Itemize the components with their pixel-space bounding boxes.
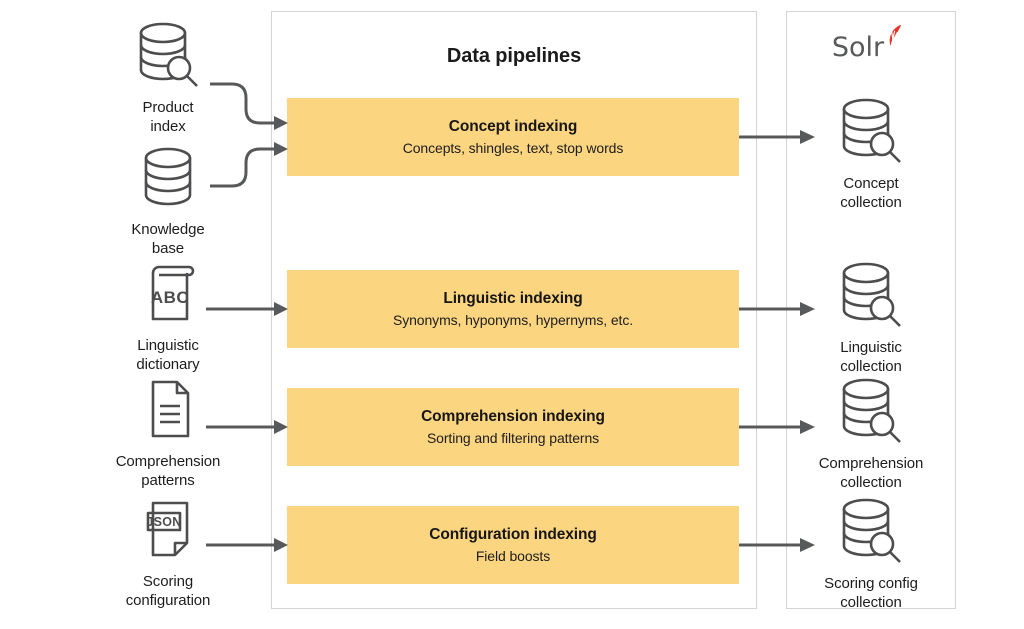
collection-node-comprehension: Comprehension collection [791, 374, 951, 492]
stage-title: Comprehension indexing [421, 407, 605, 425]
solr-wordmark: Solr [831, 31, 885, 63]
pipeline-stage-linguistic-indexing[interactable]: Linguistic indexing Synonyms, hyponyms, … [287, 270, 739, 348]
source-node-comprehension-patterns: Comprehension patterns [88, 372, 248, 490]
document-lines-icon [88, 372, 248, 448]
stage-subtitle: Sorting and filtering patterns [426, 430, 600, 447]
source-node-scoring-configuration: JSON Scoring configuration [88, 492, 248, 610]
database-search-icon [88, 18, 248, 94]
stage-title: Linguistic indexing [443, 289, 583, 307]
source-node-knowledge-base: Knowledge base [88, 140, 248, 258]
database-icon [88, 140, 248, 216]
pipeline-stage-concept-indexing[interactable]: Concept indexing Concepts, shingles, tex… [287, 98, 739, 176]
pipeline-stage-configuration-indexing[interactable]: Configuration indexing Field boosts [287, 506, 739, 584]
database-search-icon [791, 494, 951, 570]
pipeline-stage-comprehension-indexing[interactable]: Comprehension indexing Sorting and filte… [287, 388, 739, 466]
database-search-icon [791, 374, 951, 450]
page-title: Data pipelines [446, 45, 582, 67]
collection-node-concept: Concept collection [791, 94, 951, 212]
source-node-product-index: Product index [88, 18, 248, 136]
source-label: Comprehension patterns [115, 453, 221, 490]
json-document-icon: JSON [88, 492, 248, 568]
svg-text:ABC: ABC [151, 288, 189, 307]
collection-node-linguistic: Linguistic collection [791, 258, 951, 376]
source-label: Knowledge base [131, 221, 205, 258]
abc-book-icon: ABC [88, 256, 248, 332]
source-node-linguistic-dictionary: ABC Linguistic dictionary [88, 256, 248, 374]
collection-node-scoring-config: Scoring config collection [791, 494, 951, 612]
solr-sunburst-icon [886, 24, 910, 54]
database-search-icon [791, 94, 951, 170]
collection-label: Scoring config collection [824, 575, 918, 612]
collection-label: Concept collection [840, 175, 902, 212]
stage-title: Configuration indexing [429, 525, 597, 543]
source-label: Linguistic dictionary [136, 337, 200, 374]
svg-text:JSON: JSON [146, 515, 181, 529]
database-search-icon [791, 258, 951, 334]
stage-title: Concept indexing [448, 117, 578, 135]
stage-subtitle: Synonyms, hyponyms, hypernyms, etc. [392, 312, 634, 329]
solr-logo: Solr [786, 24, 956, 68]
collection-label: Comprehension collection [818, 455, 924, 492]
source-label: Scoring configuration [125, 573, 211, 610]
source-label: Product index [142, 99, 194, 136]
collection-label: Linguistic collection [840, 339, 902, 376]
stage-subtitle: Concepts, shingles, text, stop words [402, 140, 624, 157]
stage-subtitle: Field boosts [475, 548, 551, 565]
